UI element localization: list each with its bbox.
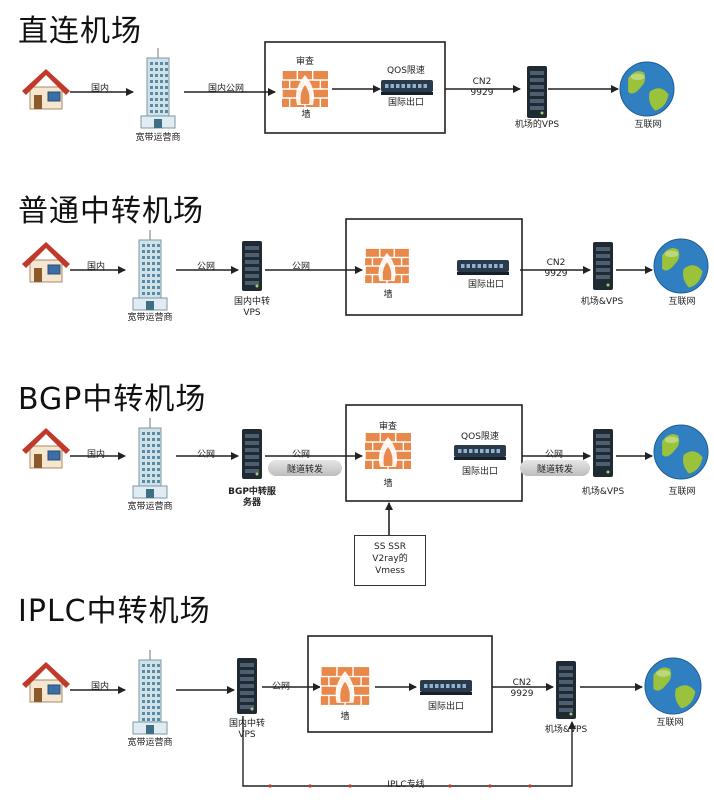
firewall-icon bbox=[364, 433, 411, 469]
server-icon bbox=[593, 242, 613, 290]
house-icon bbox=[22, 242, 70, 283]
edge-label-9929: 9929 bbox=[510, 689, 534, 699]
edge-label-public: 公网 bbox=[291, 262, 311, 272]
office-building-icon bbox=[132, 418, 168, 499]
internet-label: 互联网 bbox=[668, 487, 696, 497]
firewall-icon bbox=[320, 667, 370, 705]
edge-label-domestic: 国内 bbox=[90, 682, 110, 692]
wall-label: 墙 bbox=[340, 712, 350, 722]
office-building-icon bbox=[132, 230, 168, 311]
router-icon bbox=[381, 80, 433, 95]
wall-top-label: 审查 bbox=[295, 57, 315, 67]
protocol-box: SS SSR V2ray的 Vmess bbox=[354, 535, 426, 586]
server-icon bbox=[556, 661, 576, 719]
protocol-line-1: SS SSR bbox=[374, 542, 406, 552]
house-icon bbox=[22, 69, 70, 110]
iplc-line-marker bbox=[348, 784, 352, 788]
iplc-dedicated-line bbox=[242, 716, 576, 787]
iplc-line-marker bbox=[308, 784, 312, 788]
edge-label-public: 公网 bbox=[196, 450, 216, 460]
internet-label: 互联网 bbox=[634, 120, 662, 130]
qos-label: QOS限速 bbox=[461, 432, 499, 442]
router-icon bbox=[454, 445, 506, 460]
isp-label: 宽带运营商 bbox=[127, 502, 173, 512]
edge-label-domestic: 国内 bbox=[86, 450, 106, 460]
vps-label: 机场&VPS bbox=[580, 297, 624, 307]
iplc-line-marker bbox=[528, 784, 532, 788]
firewall-icon bbox=[364, 248, 409, 284]
house-icon bbox=[22, 662, 70, 703]
server-icon bbox=[527, 66, 547, 118]
relay-label-line2: VPS bbox=[238, 730, 256, 740]
router-icon bbox=[420, 680, 472, 695]
iplc-line-marker bbox=[488, 784, 492, 788]
relay-label-line1: 国内中转 bbox=[233, 297, 271, 307]
edge-label-domestic: 国内 bbox=[86, 262, 106, 272]
protocol-line-2: V2ray的 bbox=[372, 554, 408, 564]
globe-icon bbox=[653, 424, 709, 480]
edge-label-public: 公网 bbox=[291, 450, 311, 460]
bgp-relay-label-line1: BGP中转服 bbox=[228, 487, 276, 497]
edge-label-public: 公网 bbox=[544, 450, 564, 460]
globe-icon bbox=[619, 61, 675, 117]
isp-label: 宽带运营商 bbox=[135, 133, 181, 143]
globe-icon bbox=[653, 238, 709, 294]
vps-label: 机场&VPS bbox=[581, 487, 625, 497]
relay-label-line1: 国内中转 bbox=[228, 719, 266, 729]
server-icon bbox=[242, 241, 262, 291]
relay-label-line2: VPS bbox=[243, 308, 261, 318]
wall-label: 墙 bbox=[383, 290, 393, 300]
qos-label: QOS限速 bbox=[387, 66, 425, 76]
wall-label: 墙 bbox=[383, 479, 393, 489]
vps-label: 机场的VPS bbox=[514, 120, 560, 130]
edge-label-9929: 9929 bbox=[470, 88, 494, 98]
server-icon bbox=[237, 658, 257, 714]
server-icon bbox=[593, 429, 613, 477]
internet-label: 互联网 bbox=[668, 297, 696, 307]
edge-label-cn2: CN2 bbox=[546, 258, 566, 268]
intl-exit-label: 国际出口 bbox=[427, 702, 465, 712]
edge-label-9929: 9929 bbox=[544, 269, 568, 279]
house-icon bbox=[22, 428, 70, 469]
office-building-icon bbox=[140, 48, 176, 129]
edge-label-domestic-public: 国内公网 bbox=[207, 84, 245, 94]
edge-label-cn2: CN2 bbox=[472, 77, 492, 87]
iplc-line-marker bbox=[268, 784, 272, 788]
wall-top-label: 审查 bbox=[378, 422, 398, 432]
section-title-direct: 直连机场 bbox=[18, 14, 142, 49]
office-building-icon bbox=[132, 650, 168, 735]
section-title-bgp-relay: BGP中转机场 bbox=[18, 382, 207, 417]
isp-label: 宽带运营商 bbox=[127, 313, 173, 323]
edge-label-public: 公网 bbox=[271, 682, 291, 692]
tunnel-forward-badge: 隧道转发 bbox=[520, 460, 590, 476]
edge-label-public: 公网 bbox=[196, 262, 216, 272]
internet-label: 互联网 bbox=[656, 718, 684, 728]
wall-label: 墙 bbox=[301, 110, 311, 120]
bgp-relay-label-line2: 务器 bbox=[242, 498, 262, 508]
server-icon bbox=[242, 429, 262, 479]
isp-label: 宽带运营商 bbox=[127, 738, 173, 748]
iplc-line-marker bbox=[448, 784, 452, 788]
edge-label-cn2: CN2 bbox=[512, 678, 532, 688]
firewall-icon bbox=[281, 71, 328, 107]
intl-exit-label: 国际出口 bbox=[467, 280, 505, 290]
section-title-iplc-relay: IPLC中转机场 bbox=[18, 594, 211, 629]
router-icon bbox=[457, 260, 509, 275]
intl-exit-label: 国际出口 bbox=[387, 98, 425, 108]
vps-label: 机场&VPS bbox=[544, 725, 588, 735]
intl-exit-label: 国际出口 bbox=[461, 467, 499, 477]
globe-icon bbox=[644, 657, 702, 715]
protocol-line-3: Vmess bbox=[375, 566, 405, 576]
edge-label-domestic: 国内 bbox=[90, 84, 110, 94]
tunnel-forward-badge: 隧道转发 bbox=[268, 460, 342, 476]
section-title-normal-relay: 普通中转机场 bbox=[18, 194, 204, 229]
iplc-line-label: IPLC专线 bbox=[387, 780, 425, 790]
